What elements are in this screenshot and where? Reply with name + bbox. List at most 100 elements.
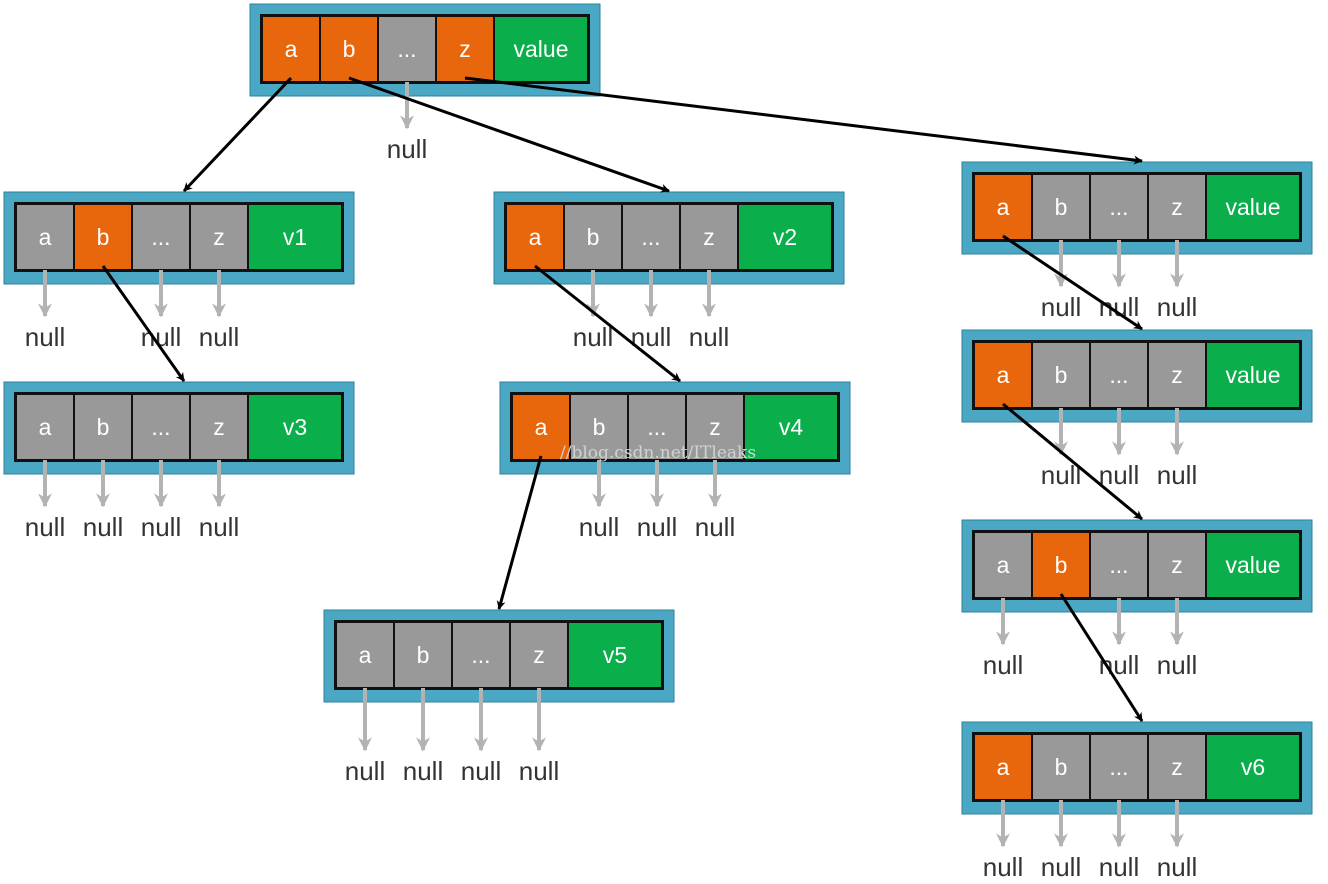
- key-label: z: [459, 36, 471, 62]
- key-label: ...: [1109, 362, 1128, 388]
- key-cell-z: [681, 205, 737, 269]
- key-cell-a: [17, 205, 73, 269]
- edge-layer: [101, 76, 1144, 722]
- null-label: null: [199, 512, 239, 542]
- value-label: value: [1226, 194, 1281, 220]
- key-label: ...: [1109, 754, 1128, 780]
- key-cell-b: [75, 395, 131, 459]
- null-label: null: [1157, 460, 1197, 490]
- value-cell: [569, 623, 661, 687]
- key-label: b: [417, 642, 430, 668]
- key-label: a: [529, 224, 542, 250]
- null-label: null: [1099, 292, 1139, 322]
- key-cell-b: [1033, 175, 1089, 239]
- null-label: null: [403, 756, 443, 786]
- key-label: a: [997, 194, 1010, 220]
- key-label: b: [587, 224, 600, 250]
- key-cell-b: [395, 623, 451, 687]
- value-label: value: [1226, 552, 1281, 578]
- key-cell-ellipsis: [1091, 533, 1147, 597]
- key-cell-a: [337, 623, 393, 687]
- null-label: null: [573, 322, 613, 352]
- key-cell-ellipsis: [629, 395, 685, 459]
- child-pointer-arrow: [182, 76, 293, 193]
- key-cell-z: [511, 623, 567, 687]
- child-pointer-arrow: [496, 455, 543, 610]
- null-label: null: [461, 756, 501, 786]
- null-label: null: [983, 852, 1023, 882]
- child-pointer-arrow: [1059, 593, 1144, 722]
- null-label: null: [25, 512, 65, 542]
- key-cell-z: [687, 395, 743, 459]
- key-label: b: [1055, 754, 1068, 780]
- key-cell-b: [1033, 533, 1089, 597]
- null-pointer-layer: null null null null null null null null null null…: [25, 82, 1197, 882]
- key-cell-ellipsis: [623, 205, 679, 269]
- key-cell-z: [191, 395, 247, 459]
- child-pointer-arrow: [1002, 234, 1143, 331]
- value-cell: [1207, 533, 1299, 597]
- key-cell-z: [437, 17, 493, 81]
- value-label: v3: [283, 414, 307, 440]
- null-label: null: [579, 512, 619, 542]
- value-label: v1: [283, 224, 307, 250]
- child-pointer-arrow: [464, 76, 1143, 165]
- key-label: ...: [471, 642, 490, 668]
- key-label: b: [343, 36, 356, 62]
- key-label: a: [285, 36, 298, 62]
- child-pointer-arrow: [348, 76, 670, 193]
- key-label: z: [213, 414, 225, 440]
- value-label: v2: [773, 224, 797, 250]
- key-cell-a: [513, 395, 569, 459]
- key-label: z: [1171, 362, 1183, 388]
- key-label: a: [39, 414, 52, 440]
- key-label: z: [709, 414, 721, 440]
- key-cell-b: [75, 205, 131, 269]
- key-label: z: [1171, 552, 1183, 578]
- null-label: null: [83, 512, 123, 542]
- key-label: a: [997, 754, 1010, 780]
- key-cell-b: [1033, 735, 1089, 799]
- value-cell: [739, 205, 831, 269]
- value-label: v6: [1241, 754, 1265, 780]
- key-cell-ellipsis: [453, 623, 509, 687]
- watermark-text: //blog.csdn.net/ITleaks: [560, 443, 756, 463]
- value-cell: [1207, 735, 1299, 799]
- key-label: b: [1055, 194, 1068, 220]
- key-cell-a: [975, 533, 1031, 597]
- value-cell: [249, 395, 341, 459]
- key-cell-a: [975, 175, 1031, 239]
- null-label: null: [345, 756, 385, 786]
- value-cell: [1207, 343, 1299, 407]
- key-label: b: [1055, 362, 1068, 388]
- key-cell-z: [1149, 735, 1205, 799]
- key-cell-b: [321, 17, 377, 81]
- value-label: v4: [779, 414, 804, 440]
- key-cell-b: [1033, 343, 1089, 407]
- null-label: null: [387, 134, 427, 164]
- key-label: a: [535, 414, 548, 440]
- key-cell-a: [17, 395, 73, 459]
- value-cell: [249, 205, 341, 269]
- null-label: null: [689, 322, 729, 352]
- value-label: value: [514, 36, 569, 62]
- null-label: null: [1099, 852, 1139, 882]
- child-pointer-arrow: [101, 265, 186, 382]
- key-label: b: [97, 414, 110, 440]
- key-label: a: [997, 362, 1010, 388]
- child-pointer-arrow: [1002, 402, 1143, 521]
- key-label: ...: [1109, 194, 1128, 220]
- key-label: a: [359, 642, 372, 668]
- key-label: b: [97, 224, 110, 250]
- key-cell-ellipsis: [1091, 175, 1147, 239]
- key-cell-a: [975, 735, 1031, 799]
- key-cell-a: [975, 343, 1031, 407]
